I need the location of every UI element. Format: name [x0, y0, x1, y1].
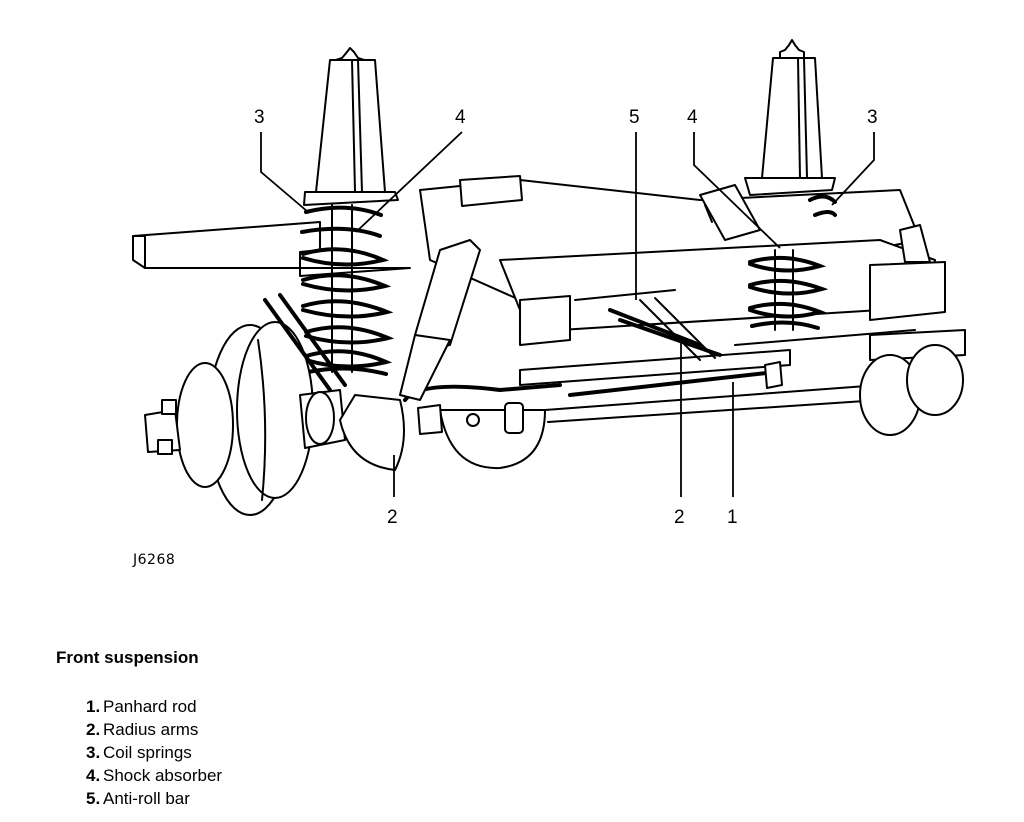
part-number: 2. — [86, 720, 101, 739]
radius-arms — [263, 293, 722, 392]
front-suspension-illustration: 3 4 5 4 3 2 2 1 — [132, 39, 966, 528]
callout-4-right: 4 — [687, 107, 781, 249]
left-coil-spring — [300, 204, 395, 376]
part-number: 1. — [86, 697, 101, 716]
callout-number: 4 — [455, 107, 466, 128]
part-label: Anti-roll bar — [103, 789, 190, 808]
callout-number: 5 — [629, 107, 640, 128]
part-label: Coil springs — [103, 743, 192, 762]
axle-casing — [339, 344, 964, 471]
callout-number: 2 — [674, 507, 685, 528]
left-hub-assembly — [144, 321, 346, 516]
parts-list-item: 2.Radius arms — [86, 718, 222, 741]
panhard-rod — [568, 329, 916, 397]
caption-heading: Front suspension — [56, 648, 199, 667]
part-number: 3. — [86, 743, 101, 762]
right-coil-spring — [748, 194, 837, 331]
callout-number: 3 — [867, 107, 878, 128]
part-number: 4. — [86, 766, 101, 785]
parts-list-item: 5.Anti-roll bar — [86, 787, 222, 810]
parts-list-item: 3.Coil springs — [86, 741, 222, 764]
parts-list-item: 4.Shock absorber — [86, 764, 222, 787]
part-label: Shock absorber — [103, 766, 223, 785]
left-shock-tower — [303, 47, 399, 206]
callout-4-left: 4 — [355, 107, 466, 233]
part-label: Radius arms — [103, 720, 199, 739]
chassis-frame — [132, 175, 966, 386]
right-shock-tower — [744, 39, 836, 196]
callout-2-left: 2 — [387, 455, 398, 528]
anti-roll-bar — [399, 239, 676, 402]
callout-1: 1 — [727, 382, 738, 528]
callout-number: 3 — [254, 107, 265, 128]
parts-list-item: 1.Panhard rod — [86, 695, 222, 718]
parts-list: 1.Panhard rod 2.Radius arms 3.Coil sprin… — [86, 695, 222, 810]
callout-2-right: 2 — [674, 338, 685, 528]
callout-number: 4 — [687, 107, 698, 128]
figure-id: J6268 — [133, 552, 176, 568]
callout-number: 2 — [387, 507, 398, 528]
part-label: Panhard rod — [103, 697, 197, 716]
callout-5: 5 — [629, 107, 640, 300]
part-number: 5. — [86, 789, 101, 808]
callout-3-left: 3 — [254, 107, 309, 213]
callout-3-right: 3 — [831, 107, 878, 206]
callout-number: 1 — [727, 507, 738, 528]
